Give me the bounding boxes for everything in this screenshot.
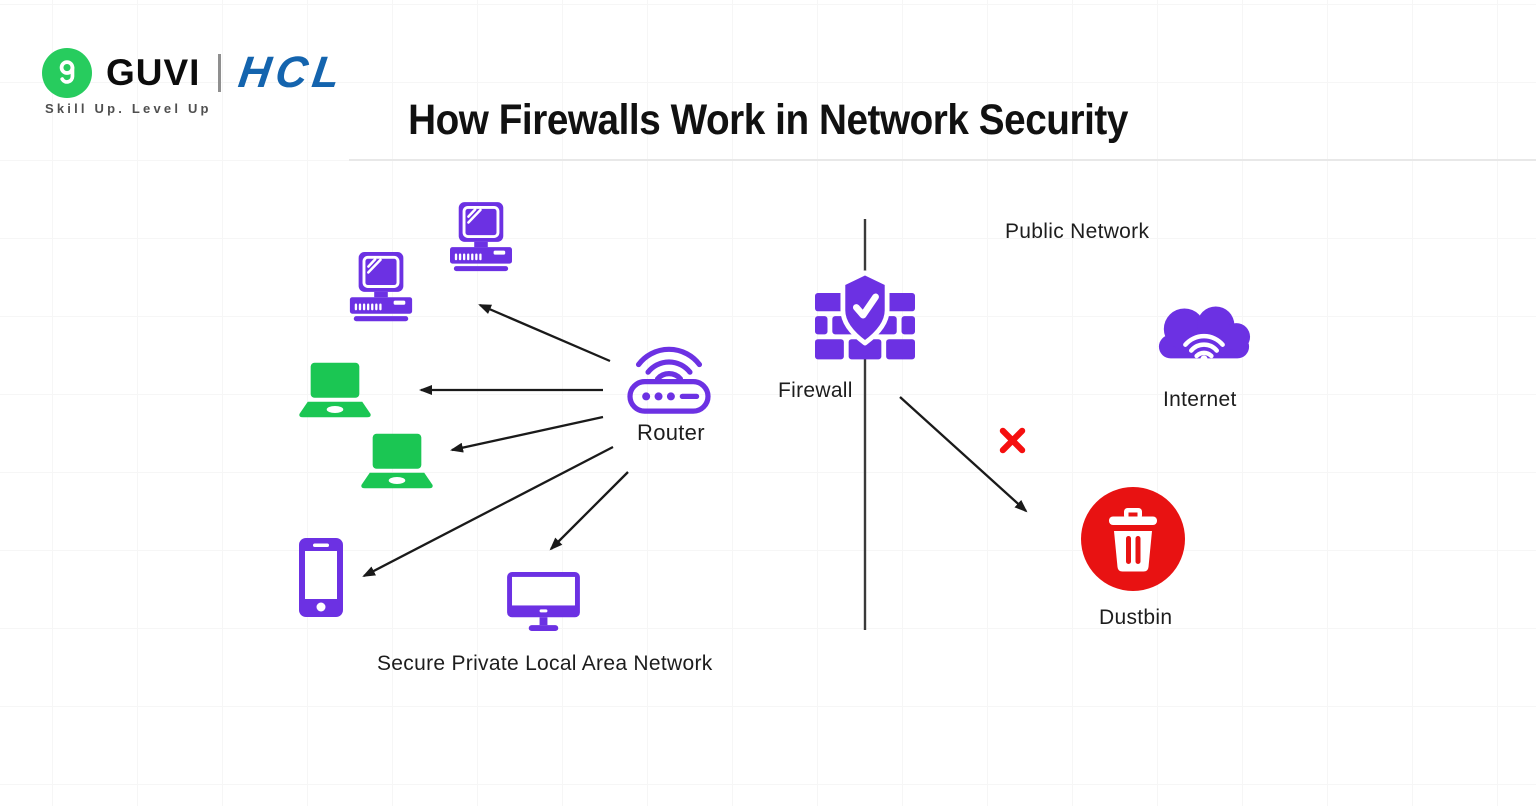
dustbin-label: Dustbin — [1099, 606, 1173, 629]
arrow-router-to-desktop1 — [478, 303, 611, 363]
red-x-icon — [999, 427, 1026, 454]
crt-computer-icon — [349, 252, 413, 322]
brick-wall-shield-check-icon — [815, 270, 915, 360]
cloud-wifi-icon — [1158, 306, 1251, 363]
smartphone-icon — [299, 538, 343, 617]
brand-tagline: Skill Up. Level Up — [45, 101, 212, 116]
lan-label: Secure Private Local Area Network — [377, 652, 713, 675]
internet-label: Internet — [1163, 388, 1237, 411]
guvi-wordmark: GUVI — [106, 52, 201, 93]
crt-computer-icon — [450, 202, 512, 272]
hcl-wordmark: HCL — [236, 48, 349, 97]
public-network-label: Public Network — [1005, 220, 1150, 243]
title-underline-rule — [349, 159, 1536, 161]
firewall-label: Firewall — [778, 379, 853, 402]
arrow-router-to-monitor — [549, 471, 629, 551]
logo-divider — [218, 54, 222, 92]
page-title: How Firewalls Work in Network Security — [408, 96, 1128, 144]
trash-bin-icon — [1081, 487, 1185, 591]
wifi-router-icon — [627, 346, 711, 414]
laptop-icon — [299, 362, 371, 418]
laptop-icon — [361, 433, 433, 489]
arrow-firewall-to-dustbin — [899, 396, 1028, 513]
guvi-logo-icon — [42, 48, 92, 98]
g-chain-icon — [59, 60, 75, 84]
arrow-router-to-laptop2 — [450, 415, 604, 453]
router-label: Router — [637, 420, 705, 445]
brand-logos: GUVI HCL — [42, 48, 349, 98]
flat-monitor-icon — [507, 572, 580, 632]
